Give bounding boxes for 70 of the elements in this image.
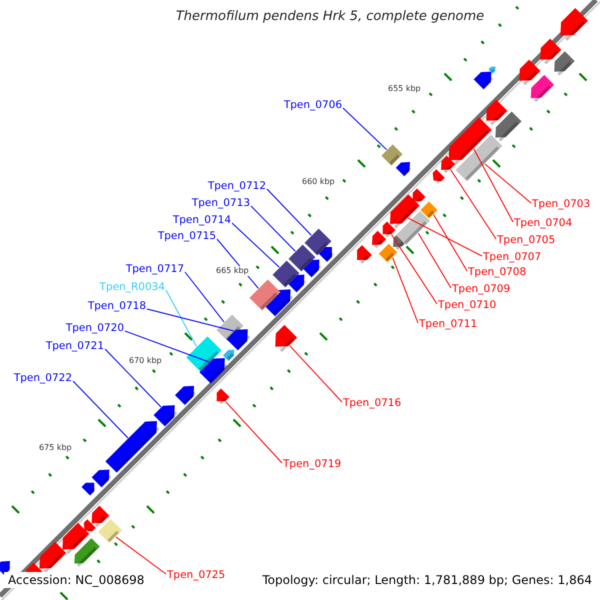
- gene-symbol: [441, 156, 456, 174]
- position-label: 660 kbp: [301, 177, 336, 187]
- gene-label: Tpen_0721: [46, 340, 104, 353]
- leader-line: [484, 164, 532, 204]
- gene-label: Tpen_0717: [126, 263, 184, 276]
- gene-symbol: [105, 421, 160, 473]
- leader-line: [72, 380, 128, 438]
- gene-label: Tpen_0710: [438, 299, 496, 312]
- leader-line: [392, 257, 418, 324]
- leader-line: [124, 330, 210, 362]
- leader-line: [450, 169, 496, 240]
- leader-line: [146, 308, 234, 332]
- leader-line: [433, 214, 468, 272]
- gene-symbol: [448, 117, 492, 166]
- gene-label: Tpen_0713: [192, 197, 250, 210]
- gene-symbol: [226, 329, 250, 350]
- gene-symbol: [186, 336, 222, 372]
- gene-symbol: [382, 222, 396, 238]
- leader-line: [232, 222, 280, 268]
- leader-line: [408, 218, 482, 256]
- leader-line: [166, 290, 198, 348]
- position-label: 655 kbp: [387, 84, 422, 94]
- leader-line: [342, 108, 388, 150]
- gene-label: Tpen_0711: [419, 318, 478, 331]
- gene-label: Tpen_0722: [14, 372, 72, 385]
- position-label: 665 kbp: [215, 266, 250, 276]
- leader-line: [184, 272, 224, 322]
- gene-label: Tpen_0720: [66, 322, 124, 335]
- gene-label: Tpen_R0034: [100, 281, 165, 294]
- gene-symbol: [154, 405, 178, 426]
- gene-label: Tpen_0703: [532, 198, 590, 211]
- position-label: 670 kbp: [128, 356, 163, 366]
- leader-line: [250, 206, 296, 252]
- gene-label: Tpen_0716: [343, 397, 402, 410]
- gene-symbol: [378, 244, 398, 262]
- gene-symbol: [396, 211, 430, 245]
- title: Thermofilum pendens Hrk 5, complete genome: [174, 9, 486, 24]
- gene-label: Tpen_0725: [167, 569, 226, 582]
- gene-symbol: [275, 324, 298, 352]
- gene-symbol: [390, 194, 420, 229]
- leader-line: [289, 345, 342, 402]
- gene-symbol: [199, 358, 228, 384]
- gene-label: Tpen_0707: [483, 251, 542, 264]
- gene-symbol: [249, 279, 281, 311]
- gene-symbol: [381, 144, 403, 166]
- gene-symbol: [216, 388, 230, 404]
- leader-line: [104, 348, 162, 408]
- leader-line: [116, 536, 166, 574]
- gene-label: Tpen_0714: [172, 214, 231, 227]
- gene-label: Tpen_0718: [88, 300, 146, 313]
- position-label: 675 kbp: [38, 443, 73, 453]
- gene-symbol: [98, 518, 122, 544]
- leader-line: [418, 232, 452, 288]
- gene-label: Tpen_0705: [497, 234, 556, 247]
- gene-label: Tpen_0706: [284, 99, 342, 112]
- gene-symbol: [420, 202, 438, 218]
- gene-symbol: [304, 228, 332, 256]
- gene-symbol: [456, 134, 502, 182]
- leader-line: [473, 148, 514, 222]
- gene-label: Tpen_0708: [468, 266, 526, 279]
- gene-label: Tpen_0709: [452, 283, 510, 296]
- leader-line: [391, 234, 438, 304]
- gene-label: Tpen_0715: [158, 230, 216, 243]
- gene-symbol: [272, 260, 300, 288]
- gene-label: Tpen_0704: [514, 217, 572, 230]
- gene-label: Tpen_0712: [208, 180, 266, 193]
- gene-symbol: [288, 244, 316, 272]
- gene-label: Tpen_0719: [283, 458, 342, 471]
- leader-line: [266, 188, 312, 236]
- leader-line: [225, 401, 282, 464]
